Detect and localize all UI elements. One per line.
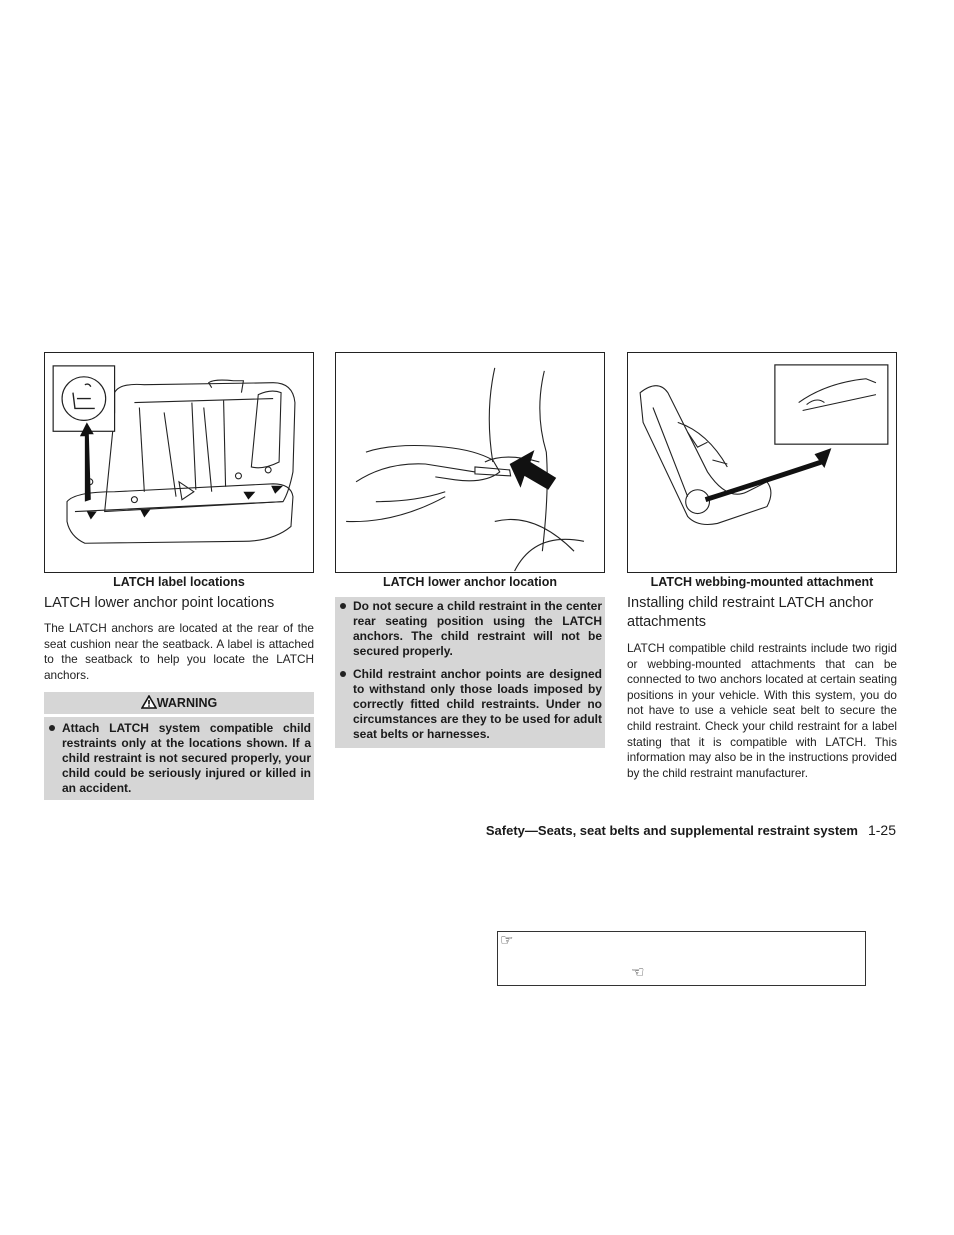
page-number: 1-25 — [867, 822, 896, 838]
warning-triangle-icon — [140, 694, 158, 710]
hand-anchor-illustration — [346, 367, 585, 572]
figure-caption: LATCH webbing-mounted attachment — [650, 575, 874, 589]
footer-section-title: Safety—Seats, seat belts and supplementa… — [485, 823, 858, 838]
warning-item: Attach LATCH system compatible child res… — [44, 721, 311, 796]
figure-latch-label-locations — [44, 352, 314, 573]
middle-column: Do not secure a child restraint in the c… — [335, 597, 605, 748]
warning-title: WARNING — [156, 696, 218, 711]
note-box: ☞ ☞ — [497, 931, 866, 986]
warning-header: WARNING — [44, 692, 314, 715]
warning-continuation: Do not secure a child restraint in the c… — [335, 597, 605, 748]
body-paragraph: LATCH compatible child restraints includ… — [627, 641, 897, 780]
hand-pointing-icon: ☞ — [631, 964, 645, 981]
child-restraint-illustration — [639, 364, 889, 526]
warning-box: WARNING Attach LATCH system compatible c… — [44, 692, 314, 801]
page-footer: Safety—Seats, seat belts and supplementa… — [486, 822, 896, 838]
section-heading: Installing child restraint LATCH anchor … — [627, 595, 874, 630]
rear-seat-illustration — [52, 365, 296, 544]
hand-pointing-icon: ☞ — [500, 932, 514, 949]
figure-latch-lower-anchor-location — [335, 352, 605, 573]
warning-item: Do not secure a child restraint in the c… — [335, 599, 602, 659]
body-paragraph: The LATCH anchors are located at the rea… — [44, 621, 314, 682]
figure-caption: LATCH label locations — [113, 575, 245, 589]
warning-content: Attach LATCH system compatible child res… — [44, 717, 314, 801]
left-column: LATCH lower anchor point locations The L… — [44, 594, 314, 801]
right-column: Installing child restraint LATCH anchor … — [627, 594, 897, 781]
section-heading: LATCH lower anchor point locations — [44, 595, 275, 611]
figure-latch-webbing-mounted — [627, 352, 897, 573]
figure-caption: LATCH lower anchor location — [382, 575, 558, 589]
warning-item: Child restraint anchor points are design… — [335, 667, 602, 742]
